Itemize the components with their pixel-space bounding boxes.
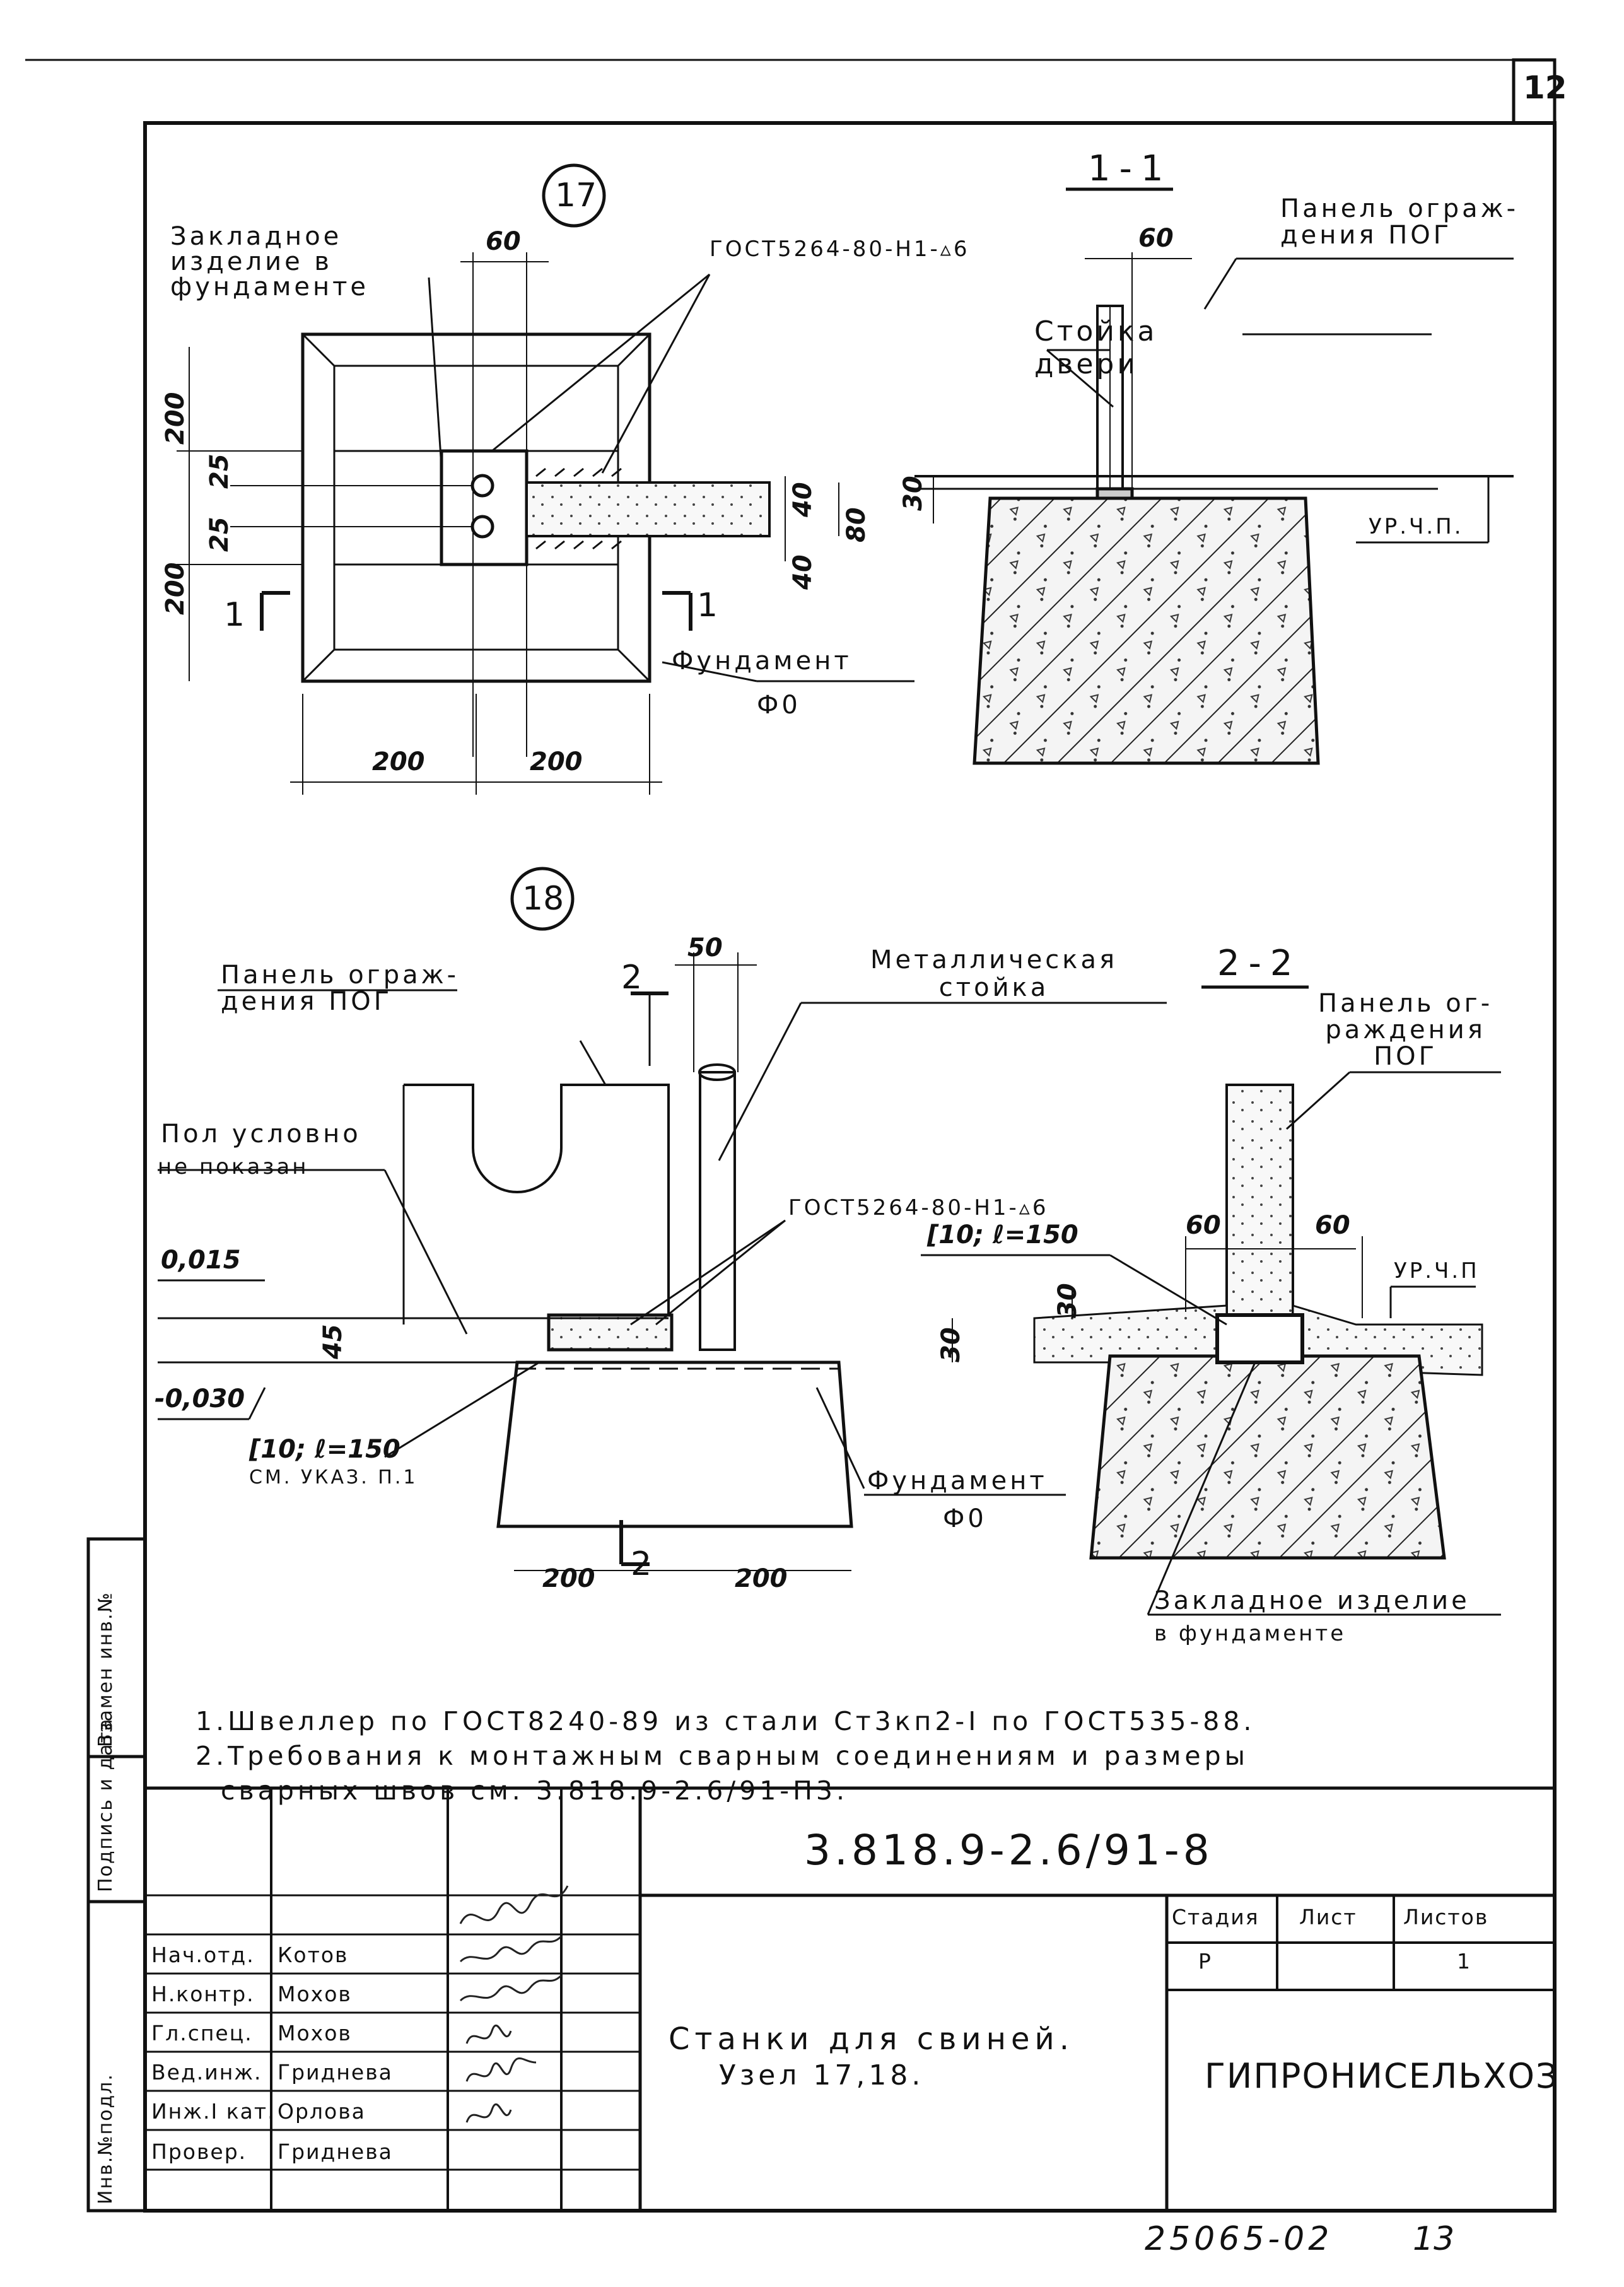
section-2-2-dim-c: 30 xyxy=(1053,1283,1082,1318)
section-1-1-graphic xyxy=(914,187,1514,765)
detail-18-number: 18 xyxy=(522,880,564,918)
staff-role: Провер. xyxy=(151,2139,247,2164)
title-block-grid xyxy=(145,1786,1555,2211)
detail-18-channel-label: [10; ℓ=150 xyxy=(249,1435,400,1464)
section-2-2-channel-label: [10; ℓ=150 xyxy=(927,1220,1078,1249)
detail-17-dim-h2: 25 xyxy=(205,453,234,489)
detail-17-dim-r3: 40 xyxy=(788,554,817,590)
signatures xyxy=(459,1885,569,2123)
staff-name: Гриднева xyxy=(277,2060,393,2085)
detail-18-graphic xyxy=(158,867,1167,1571)
section-2-2-level-label: УР.Ч.П xyxy=(1394,1258,1480,1284)
detail-17-embedded-label: Закладное изделие в фундаменте xyxy=(170,222,370,301)
archive-page: 13 xyxy=(1413,2220,1455,2258)
doc-code: 3.818.9-2.6/91-8 xyxy=(804,1826,1213,1875)
detail-18-level-bottom: -0,030 xyxy=(155,1384,245,1413)
detail-18-level-top: 0,015 xyxy=(161,1246,241,1275)
section-1-1-title: 1-1 xyxy=(1088,148,1172,189)
sheet-number: 12 xyxy=(1523,69,1567,106)
staff-name: Котов xyxy=(277,1943,349,1967)
detail-17-foundation-code: Ф0 xyxy=(757,691,801,720)
section-2-2-graphic xyxy=(921,985,1501,1616)
detail-18-dim-h: 45 xyxy=(318,1324,348,1359)
sheets-value: 1 xyxy=(1457,1949,1471,1974)
side-stamp-signature: Подпись и дата xyxy=(95,1717,117,1893)
side-stamp-frame xyxy=(86,1537,147,2213)
detail-17-number: 17 xyxy=(555,177,597,214)
detail-17-section-mark-right: 1 xyxy=(697,587,718,624)
detail-17-dim-h1: 200 xyxy=(161,392,190,445)
sheets-header: Листов xyxy=(1403,1905,1489,1929)
detail-18-foundation-label: Фундамент xyxy=(867,1466,1048,1495)
staff-name: Орлова xyxy=(277,2099,366,2124)
staff-role: Нач.отд. xyxy=(151,1943,255,1967)
section-2-2-dim-d: 30 xyxy=(937,1327,966,1362)
staff-role: Вед.инж. xyxy=(151,2060,262,2085)
detail-17-plan xyxy=(177,163,914,795)
staff-role: Инж.I кат. xyxy=(151,2099,276,2124)
staff-role: Гл.спец. xyxy=(151,2021,253,2045)
detail-18-section-mark-top: 2 xyxy=(621,959,643,997)
section-2-2-embedded-label-1: Закладное изделие xyxy=(1154,1586,1470,1615)
sheet-frame xyxy=(25,58,1557,2213)
detail-18-floor-label-2: не показан xyxy=(158,1154,309,1179)
detail-18-dim-w2: 200 xyxy=(735,1564,788,1593)
note-1: 1.Швеллер по ГОСТ8240-89 из стали Ст3кп2… xyxy=(196,1706,1256,1736)
staff-role: Н.контр. xyxy=(151,1982,255,2006)
side-stamp-inventory: Инв.№подл. xyxy=(95,2073,117,2204)
staff-name: Мохов xyxy=(277,2021,352,2045)
section-2-2-panel-label: Панель ог- раждения ПОГ xyxy=(1318,989,1493,1071)
detail-17-weld-ref: ГОСТ5264-80-Н1-▵6 xyxy=(710,237,970,262)
detail-18-dim-top: 50 xyxy=(687,933,723,962)
detail-17-dim-r2: 80 xyxy=(842,507,871,542)
section-1-1-dim-top: 60 xyxy=(1138,224,1174,253)
detail-17-dim-h4: 200 xyxy=(161,562,190,616)
note-3: сварных швов см. 3.818.9-2.6/91-П3. xyxy=(221,1775,849,1806)
detail-17-dim-w2: 200 xyxy=(530,747,583,776)
detail-18-weld-ref: ГОСТ5264-80-Н1-▵6 xyxy=(788,1195,1049,1220)
detail-17-section-mark-left: 1 xyxy=(224,596,245,634)
detail-17-dim-h3: 25 xyxy=(205,517,234,552)
detail-18-panel-label: Панель ограж- дения ПОГ xyxy=(221,961,460,1016)
detail-18-channel-ref: СМ. УКАЗ. П.1 xyxy=(249,1466,418,1489)
section-2-2-title: 2-2 xyxy=(1217,943,1302,984)
detail-18-dim-w1: 200 xyxy=(542,1564,595,1593)
detail-18-floor-label-1: Пол условно xyxy=(161,1120,361,1149)
detail-17-dim-top: 60 xyxy=(486,227,521,256)
sheet-header: Лист xyxy=(1299,1905,1357,1929)
section-1-1-post-label: Стойка двери xyxy=(1034,315,1158,380)
section-2-2-embedded-label-2: в фундаменте xyxy=(1154,1621,1347,1646)
doc-title-line2: Узел 17,18. xyxy=(719,2059,925,2091)
section-1-1-panel-label: Панель ограж- дения ПОГ xyxy=(1280,194,1519,250)
stage-header: Стадия xyxy=(1172,1905,1259,1929)
stage-value: Р xyxy=(1198,1949,1212,1974)
doc-title-line1: Станки для свиней. xyxy=(669,2021,1074,2057)
staff-name: Гриднева xyxy=(277,2139,393,2164)
staff-name: Мохов xyxy=(277,1982,352,2006)
detail-18-section-mark-bottom: 2 xyxy=(631,1545,652,1583)
section-2-2-dim-a: 60 xyxy=(1186,1211,1221,1240)
detail-18-foundation-code: Ф0 xyxy=(943,1504,987,1533)
section-1-1-level-label: УР.Ч.П. xyxy=(1369,514,1464,539)
org-name: ГИПРОНИСЕЛЬХОЗ xyxy=(1205,2056,1559,2096)
note-2: 2.Требования к монтажным сварным соедине… xyxy=(196,1741,1249,1771)
detail-17-dim-r1: 40 xyxy=(788,482,817,517)
archive-number: 25065-02 xyxy=(1145,2220,1333,2258)
detail-17-foundation-label: Фундамент xyxy=(672,646,852,676)
detail-18-metal-post-label: Металлическая стойка xyxy=(870,945,1118,1002)
section-1-1-dim-left: 30 xyxy=(899,476,928,511)
section-2-2-dim-b: 60 xyxy=(1315,1211,1350,1240)
detail-17-dim-w1: 200 xyxy=(372,747,425,776)
